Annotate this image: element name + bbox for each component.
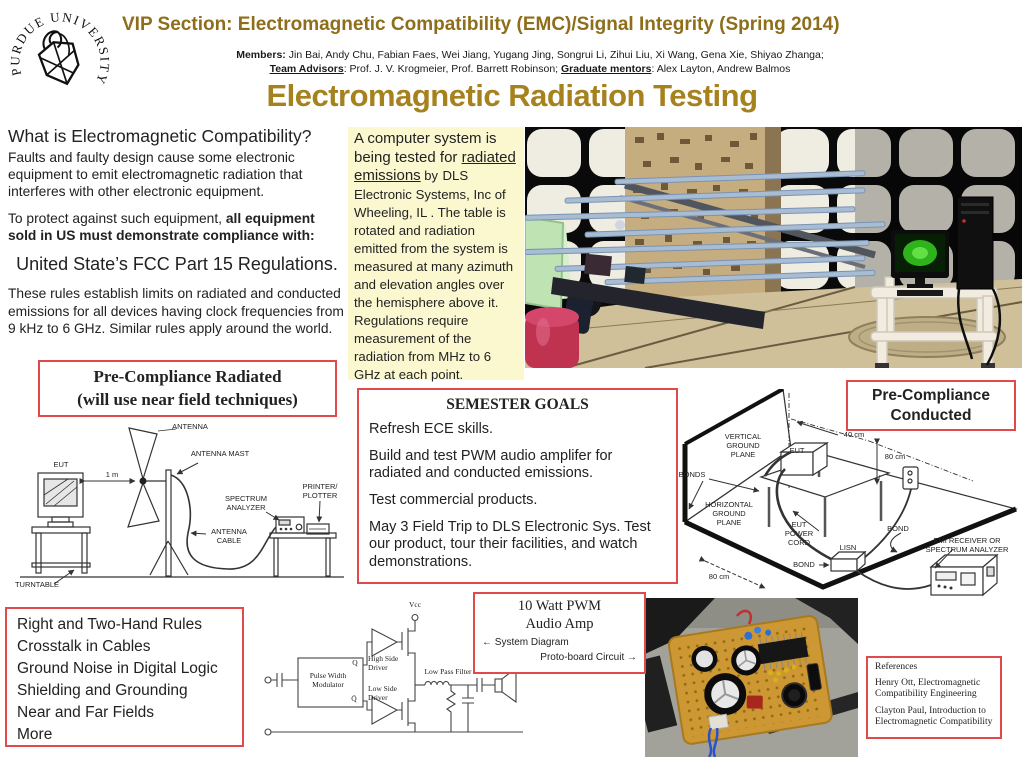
topic-item: Shielding and Grounding [17,682,188,699]
protoboard-photo [645,598,858,757]
label-spectrum-analyzer: SPECTRUM ANALYZER [224,494,268,512]
radiated-test-diagram: ANTENNA ANTENNA MAST EUT 1 m SPECTRUM AN… [8,421,356,605]
label-antenna-mast: ANTENNA MAST [190,449,250,458]
label-q: Q [352,658,358,667]
topic-item: Ground Noise in Digital Logic [17,660,218,677]
log-periodic-antenna [525,170,886,329]
references-box: References Henry Ott, Electromagnetic Co… [866,656,1002,739]
chamber-scene [525,127,1022,368]
slide-title: Electromagnetic Radiation Testing [266,78,758,113]
note-body: DLS Electronic Systems, Inc of Wheeling,… [354,168,514,382]
label-lisn: LISN [839,543,857,552]
label-vcc: Vcc [408,600,422,609]
system-diagram-note: ← System Diagram [482,637,569,649]
advisors-names: : Prof. J. V. Krogmeier, Prof. Barrett R… [343,63,562,75]
label-antenna-cable: ANTENNA CABLE [211,527,247,545]
note-lead: A computer system is being tested for ra… [354,130,516,184]
pre-compliance-conducted-box: Pre-Compliance Conducted [846,380,1016,431]
references-title: References [875,662,918,672]
what-is-para1: Faults and faulty design cause some elec… [8,150,303,200]
fcc-line: United State’s FCC Part 15 Regulations. [16,254,338,275]
computer-tower [956,196,1002,366]
label-eut-power-cord: EUT POWER CORD [784,520,814,547]
label-pwm-modulator: Pulse Width Modulator [309,671,347,689]
semester-goals-title: SEMESTER GOALS [446,396,589,413]
mentors-names: : Alex Layton, Andrew Balmos [651,63,791,75]
protoboard-scene [645,598,858,757]
radiated-emissions-note: A computer system is being tested for ra… [348,127,524,382]
note-underlined: radiated emissions [354,148,516,185]
protoboard-note: Proto-board Circuit → [540,652,637,664]
label-vertical-ground-plane: VERTICAL GROUND PLANE [724,432,762,459]
pwm-title-line1: 10 Watt PWM [517,598,602,614]
eut-monitor [891,230,949,296]
label-80cm-right: 80 cm [884,452,906,461]
what-is-para2: To protect against such equipment, all e… [8,210,346,244]
dip-ic [757,631,809,670]
precond-line1: Pre-Compliance [871,387,990,405]
label-q-bar: Q̄ [351,694,357,703]
label-low-pass-filter: Low Pass Filter [424,667,472,676]
topic-item: Right and Two-Hand Rules [17,616,202,633]
para2-bold: all equipment sold in US must demonstrat… [8,211,315,244]
semester-goals-box: SEMESTER GOALS Refresh ECE skills. Build… [357,388,678,584]
pvc-table [870,274,998,368]
electrolytic-capacitors [691,645,762,716]
goal-item: May 3 Field Trip to DLS Electronic Sys. … [369,518,651,571]
label-eut: EUT [53,460,69,469]
goal-item: Refresh ECE skills. [369,421,494,437]
purdue-seal-logo: PURDUE UNIVERSITY [8,6,112,115]
goal-item: Test commercial products. [369,492,538,509]
topic-item: More [17,726,53,743]
advisors-line: Team Advisors: Prof. J. V. Krogmeier, Pr… [100,63,960,75]
label-40cm: 40 cm [843,430,865,439]
members-label: Members: [236,49,286,61]
members-line: Members: Jin Bai, Andy Chu, Fabian Faes,… [100,49,960,61]
members-names: Jin Bai, Andy Chu, Fabian Faes, Wei Jian… [285,49,824,61]
pwm-amp-box: 10 Watt PWM Audio Amp ← System Diagram P… [473,592,646,674]
section-title: VIP Section: Electromagnetic Compatibili… [122,14,840,35]
label-conducted-eut: EUT [789,446,805,455]
label-80cm-bottom: 80 cm [708,572,730,581]
prerad-line2: (will use near field techniques) [77,389,298,409]
note-lead-text: A computer system is being tested for [354,130,497,166]
label-high-side-driver: High Side Driver [368,654,399,672]
label-bond-receiver: BOND [887,524,909,533]
reference-item: Clayton Paul, Introduction to Electromag… [875,705,993,727]
what-is-para3: These rules establish limits on radiated… [8,286,344,336]
advisors-label: Team Advisors [269,63,344,75]
label-one-meter: 1 m [105,470,119,479]
red-drum [525,294,593,368]
label-emi-receiver: EMI RECEIVER OR SPECTRUM ANALYZER [925,536,1009,554]
pwm-title-line2: Audio Amp [525,616,594,633]
label-antenna: ANTENNA [172,422,208,431]
label-bond-lisn: BOND [793,560,815,569]
mentors-label: Graduate mentors [561,63,652,75]
goal-item: Build and test PWM audio amplifer for ra… [369,447,613,482]
note-lead-suffix: by [420,168,439,184]
reference-item: Henry Ott, Electromagnetic Compatibility… [875,678,981,700]
label-turntable: TURNTABLE [14,580,60,589]
pre-compliance-radiated-box: Pre-Compliance Radiated (will use near f… [38,360,337,417]
conducted-test-diagram: VERTICAL GROUND PLANE BONDS 40 cm 80 cm … [673,389,1024,601]
topic-item: Crosstalk in Cables [17,638,151,655]
para2-normal: To protect against such equipment, [8,211,226,227]
label-printer-plotter: PRINTER/ PLOTTER [302,482,338,500]
radiated-test-photo [525,127,1022,368]
label-horizontal-ground-plane: HORIZONTAL GROUND PLANE [705,500,753,527]
conducted-diagram-lines [682,389,1018,597]
topic-item: Near and Far Fields [17,704,154,721]
radiated-diagram-lines [20,427,344,585]
precond-line2: Conducted [890,406,972,424]
label-low-side-driver: Low Side Driver [368,684,397,702]
topics-box: Right and Two-Hand Rules Crosstalk in Ca… [5,607,244,747]
prerad-line1: Pre-Compliance Radiated [93,367,282,387]
what-is-emc-block: What is Electromagnetic Compatibility? F… [8,126,346,347]
what-is-heading: What is Electromagnetic Compatibility? [8,126,312,146]
label-bonds: BONDS [678,470,706,479]
pwm-circuit-diagram: Vcc Q Q̄ Pulse Width Modulator High Side… [258,596,542,760]
